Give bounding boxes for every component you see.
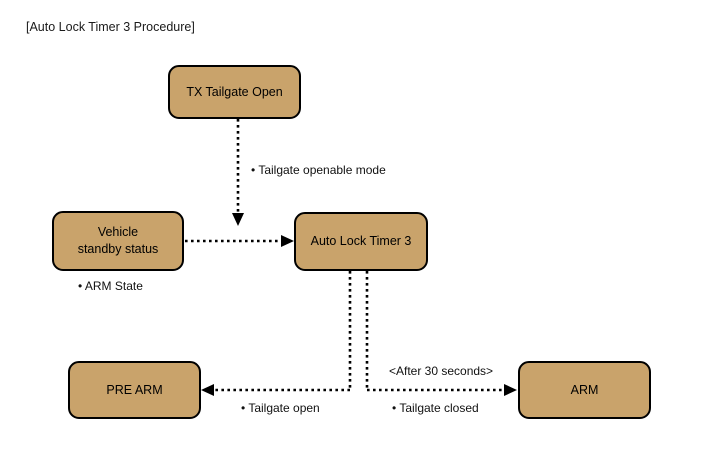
annotation-tailgate-closed: • Tailgate closed: [392, 401, 479, 415]
edge-standby-to-timer: [185, 235, 294, 247]
annotation-tailgate-openable-mode: • Tailgate openable mode: [251, 163, 386, 177]
edge-tx-to-timer: [232, 119, 244, 226]
node-tx-tailgate-open[interactable]: TX Tailgate Open: [168, 65, 301, 119]
page-title: [Auto Lock Timer 3 Procedure]: [26, 20, 195, 34]
node-arm[interactable]: ARM: [518, 361, 651, 419]
node-pre-arm[interactable]: PRE ARM: [68, 361, 201, 419]
node-vehicle-standby-status-label: Vehicle standby status: [77, 225, 159, 256]
annotation-after-30-seconds: <After 30 seconds>: [389, 364, 494, 378]
annotation-arm-state: • ARM State: [78, 279, 143, 293]
node-auto-lock-timer-3[interactable]: Auto Lock Timer 3: [294, 212, 428, 271]
node-pre-arm-label: PRE ARM: [106, 382, 163, 397]
node-auto-lock-timer-3-label: Auto Lock Timer 3: [310, 234, 412, 249]
node-tx-tailgate-open-label: TX Tailgate Open: [186, 84, 283, 99]
annotation-tailgate-open: • Tailgate open: [241, 401, 320, 415]
edge-timer-to-prearm: [201, 271, 352, 396]
node-vehicle-standby-status[interactable]: Vehicle standby status: [52, 211, 184, 271]
node-arm-label: ARM: [570, 382, 599, 397]
